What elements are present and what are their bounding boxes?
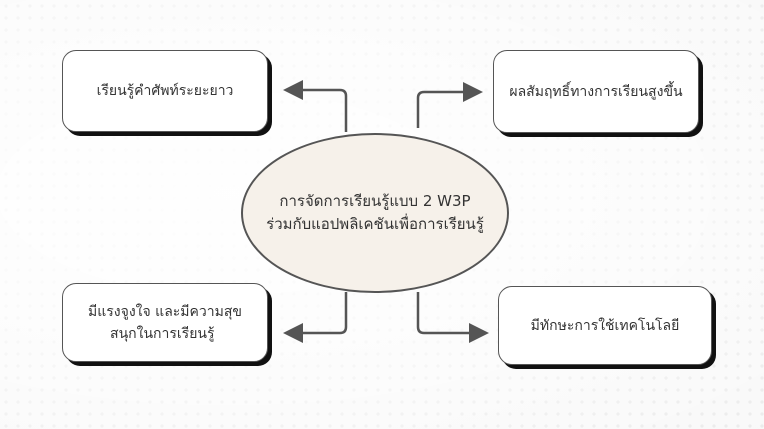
outcome-label-line1: มีแรงจูงใจ และมีความสุข [88, 303, 242, 320]
central-concept: การจัดการเรียนรู้แบบ 2 W3P ร่วมกับแอปพลิ… [241, 133, 509, 293]
outcome-label: มีทักษะการใช้เทคโนโลยี [530, 317, 680, 334]
outcome-box-achievement: ผลสัมฤทธิ์ทางการเรียนสูงขึ้น [493, 50, 699, 133]
arrow-top-right [416, 82, 483, 128]
arrow-top-left [283, 80, 348, 132]
outcome-label-line2: สนุกในการเรียนรู้ [110, 325, 215, 342]
outcome-box-motivation: มีแรงจูงใจ และมีความสุข สนุกในการเรียนรู… [62, 283, 268, 362]
arrow-bottom-right [416, 292, 489, 343]
arrow-bottom-left [283, 292, 348, 343]
central-concept-line1: การจัดการเรียนรู้แบบ 2 W3P [279, 192, 471, 210]
outcome-label: ผลสัมฤทธิ์ทางการเรียนสูงขึ้น [509, 83, 683, 100]
outcome-box-vocabulary: เรียนรู้คำศัพท์ระยะยาว [62, 50, 268, 132]
outcome-label: เรียนรู้คำศัพท์ระยะยาว [96, 83, 234, 99]
outcome-box-technology-skills: มีทักษะการใช้เทคโนโลยี [498, 286, 712, 365]
central-concept-line2: ร่วมกับแอปพลิเคชันเพื่อการเรียนรู้ [266, 215, 484, 233]
